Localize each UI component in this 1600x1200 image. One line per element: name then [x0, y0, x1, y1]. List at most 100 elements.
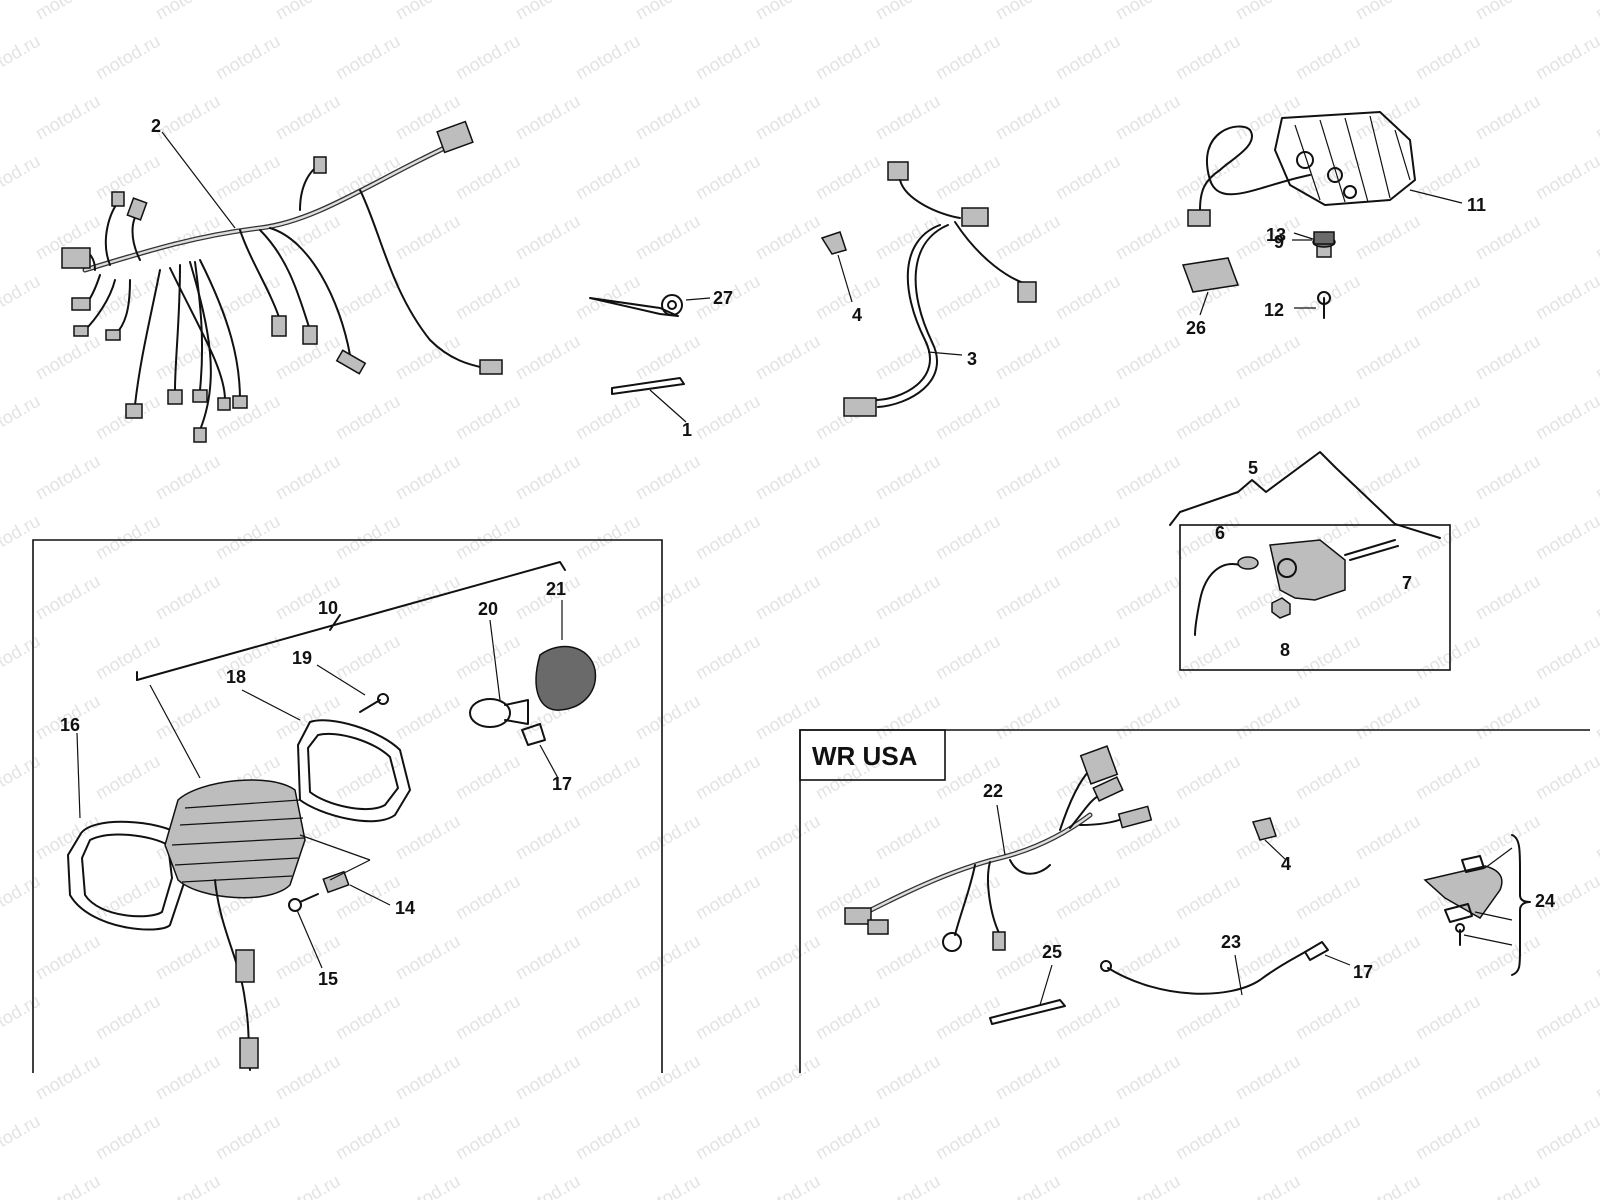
watermark-text: motod.ru — [1172, 1111, 1244, 1164]
watermark-text: motod.ru — [1412, 631, 1484, 684]
watermark-text: motod.ru — [632, 451, 704, 504]
watermark-text: motod.ru — [992, 571, 1064, 624]
watermark-text: motod.ru — [1532, 511, 1600, 564]
callout-11: 11 — [1467, 195, 1486, 215]
watermark-text: motod.ru — [1472, 0, 1544, 23]
cable-clip-27 — [589, 294, 711, 317]
watermark-text: motod.ru — [0, 31, 44, 84]
watermark-text: motod.ru — [992, 91, 1064, 144]
watermark-text: motod.ru — [1292, 991, 1364, 1044]
watermark-text: motod.ru — [1292, 1111, 1364, 1164]
callout-21: 21 — [546, 579, 566, 599]
watermark-text: motod.ru — [32, 931, 104, 984]
watermark-text: motod.ru — [332, 511, 404, 564]
watermark-text: motod.ru — [512, 1171, 584, 1200]
callout-2: 2 — [151, 116, 161, 136]
watermark-text: motod.ru — [632, 811, 704, 864]
callout-22: 22 — [983, 781, 1003, 801]
watermark-text: motod.ru — [692, 1111, 764, 1164]
watermark-text: motod.ru — [572, 31, 644, 84]
watermark-text: motod.ru — [632, 1171, 704, 1200]
watermark-text: motod.ru — [932, 31, 1004, 84]
watermark-text: motod.ru — [812, 991, 884, 1044]
watermark-text: motod.ru — [1052, 31, 1124, 84]
callout-17: 17 — [552, 774, 572, 794]
callout-23: 23 — [1221, 932, 1241, 952]
watermark-text: motod.ru — [1472, 451, 1544, 504]
watermark-text: motod.ru — [872, 91, 944, 144]
watermark-text: motod.ru — [1052, 871, 1124, 924]
watermark-text: motod.ru — [452, 151, 524, 204]
callout-4b: 4 — [1281, 854, 1291, 874]
watermark-text: motod.ru — [92, 991, 164, 1044]
watermark-text: motod.ru — [1292, 751, 1364, 804]
watermark-text: motod.ru — [1352, 0, 1424, 23]
watermark-text: motod.ru — [1472, 1051, 1544, 1104]
watermark-text: motod.ru — [1532, 631, 1600, 684]
watermark-text: motod.ru — [1232, 331, 1304, 384]
watermark-text: motod.ru — [752, 211, 824, 264]
watermark-text: motod.ru — [452, 871, 524, 924]
wr-usa-box — [799, 729, 1590, 1073]
watermark-text: motod.ru — [452, 511, 524, 564]
watermark-text: motod.ru — [1232, 1171, 1304, 1200]
watermark-text: motod.ru — [512, 0, 584, 23]
watermark-text: motod.ru — [32, 91, 104, 144]
watermark-text: motod.ru — [692, 31, 764, 84]
watermark-text: motod.ru — [692, 391, 764, 444]
watermark-text: motod.ru — [1592, 931, 1600, 984]
watermark-text: motod.ru — [92, 271, 164, 324]
watermark-text: motod.ru — [1172, 991, 1244, 1044]
watermark-text: motod.ru — [392, 211, 464, 264]
watermark-text: motod.ru — [0, 631, 44, 684]
watermark-text: motod.ru — [1172, 751, 1244, 804]
watermark-text: motod.ru — [152, 91, 224, 144]
watermark-text: motod.ru — [812, 1111, 884, 1164]
watermark-text: motod.ru — [1592, 331, 1600, 384]
watermark-text: motod.ru — [1592, 91, 1600, 144]
watermark-text: motod.ru — [932, 151, 1004, 204]
watermark-text: motod.ru — [1352, 1171, 1424, 1200]
watermark-text: motod.ru — [1292, 871, 1364, 924]
watermark-text: motod.ru — [872, 1051, 944, 1104]
clip-4a — [820, 231, 853, 303]
watermark-text: motod.ru — [152, 691, 224, 744]
watermark-text: motod.ru — [152, 931, 224, 984]
watermark-text: motod.ru — [812, 151, 884, 204]
callout-6: 6 — [1215, 523, 1225, 543]
headlight-box — [32, 539, 663, 1073]
watermark-text: motod.ru — [1232, 451, 1304, 504]
watermark-text: motod.ru — [32, 0, 104, 23]
main-wiring-harness — [61, 120, 503, 443]
watermark-text: motod.ru — [1532, 1111, 1600, 1164]
watermark-text: motod.ru — [572, 1111, 644, 1164]
watermark-text: motod.ru — [392, 0, 464, 23]
watermark-text: motod.ru — [1592, 0, 1600, 23]
watermark-text: motod.ru — [872, 931, 944, 984]
watermark-text: motod.ru — [932, 511, 1004, 564]
watermark-text: motod.ru — [572, 991, 644, 1044]
watermark-text: motod.ru — [992, 691, 1064, 744]
watermark-text: motod.ru — [1172, 31, 1244, 84]
watermark-text: motod.ru — [1472, 91, 1544, 144]
watermark-text: motod.ru — [812, 511, 884, 564]
watermark-text: motod.ru — [932, 271, 1004, 324]
watermark-text: motod.ru — [812, 631, 884, 684]
watermark-text: motod.ru — [0, 151, 44, 204]
callout-24: 24 — [1535, 891, 1555, 911]
watermark-text: motod.ru — [1292, 631, 1364, 684]
watermark-text: motod.ru — [1172, 511, 1244, 564]
watermark-text: motod.ru — [872, 691, 944, 744]
watermark-text: motod.ru — [1292, 391, 1364, 444]
callout-7: 7 — [1402, 573, 1412, 593]
grommet-9 — [1292, 231, 1336, 248]
watermark-text: motod.ru — [692, 991, 764, 1044]
watermark-text: motod.ru — [752, 451, 824, 504]
watermark-text: motod.ru — [692, 631, 764, 684]
watermark-text: motod.ru — [92, 511, 164, 564]
watermark-text: motod.ru — [32, 1171, 104, 1200]
watermark-text: motod.ru — [1412, 991, 1484, 1044]
watermark-text: motod.ru — [212, 511, 284, 564]
watermark-text: motod.ru — [1352, 331, 1424, 384]
